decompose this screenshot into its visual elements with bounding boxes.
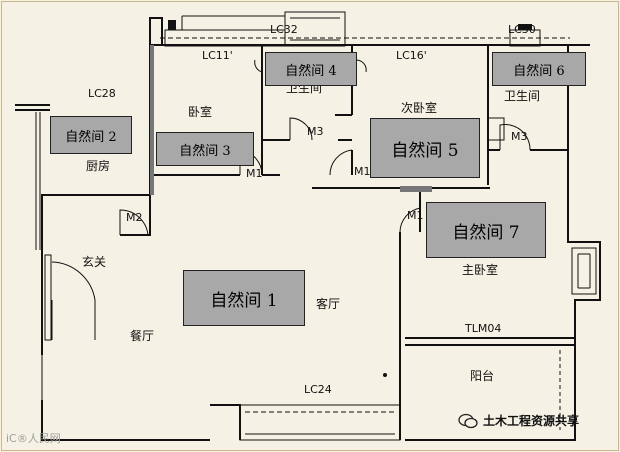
code-lc16: LC16' bbox=[396, 49, 427, 62]
exterior-wall bbox=[41, 400, 210, 441]
room-label-bedroom: 卧室 bbox=[188, 105, 213, 119]
code-lc30: LC30 bbox=[508, 23, 536, 36]
vent-mark bbox=[383, 373, 387, 377]
door-swing-m1 bbox=[329, 149, 353, 176]
code-m3-a: M3 bbox=[307, 125, 324, 138]
exterior-wall bbox=[149, 17, 163, 45]
stair-mark bbox=[168, 20, 176, 30]
room-label-balcony: 阳台 bbox=[470, 369, 495, 383]
wall-column bbox=[44, 254, 52, 341]
door-swing-entry bbox=[51, 261, 96, 301]
room-label-living-room: 客厅 bbox=[316, 297, 341, 311]
interior-wall bbox=[120, 195, 151, 236]
tag-natural-room-4: 自然间 4 bbox=[265, 52, 357, 86]
code-lc32: LC32 bbox=[270, 23, 298, 36]
code-tlm04: TLM04 bbox=[465, 322, 502, 335]
tag-natural-room-6: 自然间 6 bbox=[492, 52, 586, 86]
room-label-second-bedroom: 次卧室 bbox=[401, 101, 438, 115]
exterior-wall bbox=[567, 45, 601, 342]
window-right bbox=[571, 247, 597, 295]
tag-natural-room-5: 自然间 5 bbox=[370, 118, 480, 178]
door-swing-m3 bbox=[499, 124, 531, 151]
door-swing-m3 bbox=[289, 117, 313, 141]
tag-natural-room-3: 自然间 3 bbox=[156, 132, 254, 166]
door-swing-m2 bbox=[119, 209, 149, 236]
door-swing-top bbox=[355, 59, 367, 73]
watermark-right-text: 土木工程资源共享 bbox=[483, 414, 580, 428]
door-swing-top bbox=[254, 59, 263, 73]
code-m2: M2 bbox=[126, 211, 143, 224]
room-label-kitchen: 厨房 bbox=[86, 159, 111, 173]
code-lc28: LC28 bbox=[88, 87, 116, 100]
partition-bar bbox=[400, 186, 432, 192]
code-m3-b: M3 bbox=[511, 130, 528, 143]
code-m1-b: M1 bbox=[354, 165, 371, 178]
door-swing-m1 bbox=[399, 207, 421, 233]
tag-natural-room-2: 自然间 2 bbox=[50, 116, 132, 154]
stair-mark bbox=[518, 24, 532, 30]
window-lc24 bbox=[239, 404, 401, 441]
tag-natural-room-1: 自然间 1 bbox=[183, 270, 305, 326]
code-lc24: LC24 bbox=[304, 383, 332, 396]
wechat-icon bbox=[458, 413, 478, 428]
watermark-right: 土木工程资源共享 bbox=[458, 412, 579, 429]
code-m1-a: M1 bbox=[246, 167, 263, 180]
room-label-master-bedroom: 主卧室 bbox=[462, 263, 499, 277]
room-label-dining-room: 餐厅 bbox=[130, 329, 155, 343]
wall-segment bbox=[150, 45, 154, 195]
code-lc11: LC11' bbox=[202, 49, 233, 62]
room-label-foyer: 玄关 bbox=[82, 255, 107, 269]
sink bbox=[487, 117, 505, 141]
tag-natural-room-7: 自然间 7 bbox=[426, 202, 546, 258]
exterior-wall bbox=[210, 404, 241, 440]
exterior-wall bbox=[405, 342, 576, 441]
code-m1-c: M1 bbox=[407, 209, 424, 222]
watermark-left: iC®人民网 bbox=[6, 432, 61, 445]
room-label-bathroom-b: 卫生间 bbox=[504, 89, 541, 103]
